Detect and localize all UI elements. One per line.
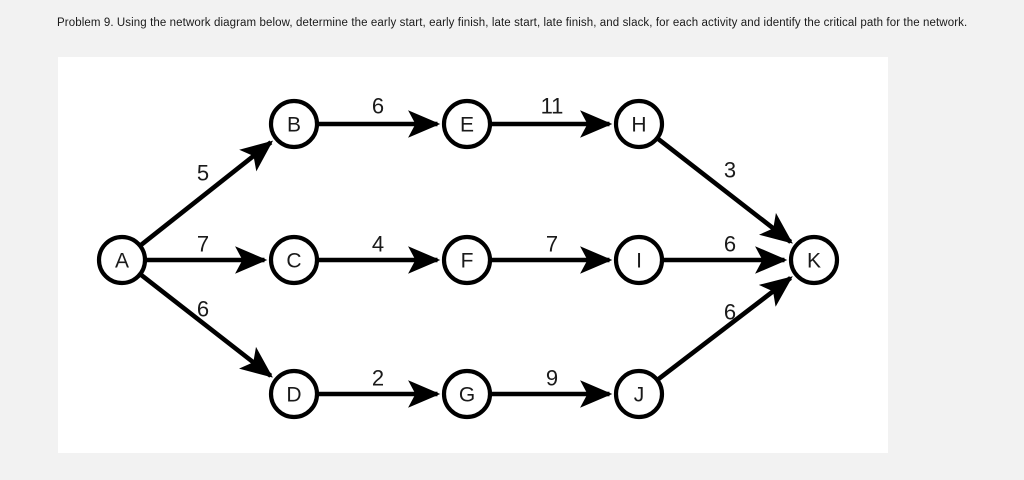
node-e: E <box>441 98 493 150</box>
node-label-k: K <box>807 250 821 273</box>
node-circle-f <box>441 234 493 286</box>
node-circle-e <box>441 98 493 150</box>
edge-weight-i-k: 6 <box>724 232 736 257</box>
edge-weight-g-j: 9 <box>546 366 558 391</box>
edge-weight-a-c: 7 <box>197 232 209 257</box>
edge-weights-layer: 5 7 6 6 11 4 7 2 9 3 6 6 <box>197 94 736 391</box>
network-diagram-svg: 5 7 6 6 11 4 7 2 9 3 6 6 A B C D E F G H I J K <box>96 94 840 420</box>
node-label-i: I <box>636 250 642 273</box>
page-title: Problem 9. Using the network diagram bel… <box>57 17 968 29</box>
edge-weight-d-g: 2 <box>372 366 384 391</box>
node-j: J <box>613 368 665 420</box>
node-circle-i <box>613 234 665 286</box>
node-label-j: J <box>634 384 645 407</box>
node-d: D <box>268 368 320 420</box>
node-label-d: D <box>286 384 301 407</box>
edge-h-k <box>656 136 793 244</box>
edge-weight-j-k: 6 <box>724 300 736 325</box>
edge-weight-e-h: 11 <box>541 94 564 119</box>
edge-a-b <box>139 140 274 248</box>
node-g: G <box>441 368 493 420</box>
node-label-f: F <box>461 250 474 273</box>
node-label-g: G <box>459 384 475 407</box>
node-label-h: H <box>631 114 646 137</box>
edge-j-k <box>656 276 793 382</box>
node-circle-g <box>441 368 493 420</box>
node-label-e: E <box>460 114 474 137</box>
node-h: H <box>613 98 665 150</box>
node-i: I <box>613 234 665 286</box>
edge-weight-c-f: 4 <box>372 232 384 257</box>
node-circle-k <box>788 234 840 286</box>
edge-a-d <box>139 272 273 378</box>
node-circle-h <box>613 98 665 150</box>
node-label-c: C <box>286 250 301 273</box>
network-diagram-panel: 5 7 6 6 11 4 7 2 9 3 6 6 A B C D E F G H I J K <box>58 57 888 453</box>
node-k: K <box>788 234 840 286</box>
node-a: A <box>96 234 148 286</box>
edge-weight-a-b: 5 <box>197 161 209 186</box>
edge-weight-b-e: 6 <box>372 94 384 119</box>
node-f: F <box>441 234 493 286</box>
node-circle-a <box>96 234 148 286</box>
node-label-a: A <box>115 250 129 273</box>
node-circle-c <box>268 234 320 286</box>
node-label-b: B <box>287 114 301 137</box>
node-circle-j <box>613 368 665 420</box>
node-circle-b <box>268 98 320 150</box>
edge-weight-f-i: 7 <box>546 232 558 257</box>
nodes-layer: A B C D E F G H I J K <box>96 98 840 420</box>
edge-weight-h-k: 3 <box>724 158 736 183</box>
node-circle-d <box>268 368 320 420</box>
edges-layer <box>139 110 793 408</box>
node-b: B <box>268 98 320 150</box>
node-c: C <box>268 234 320 286</box>
edge-weight-a-d: 6 <box>197 297 209 322</box>
